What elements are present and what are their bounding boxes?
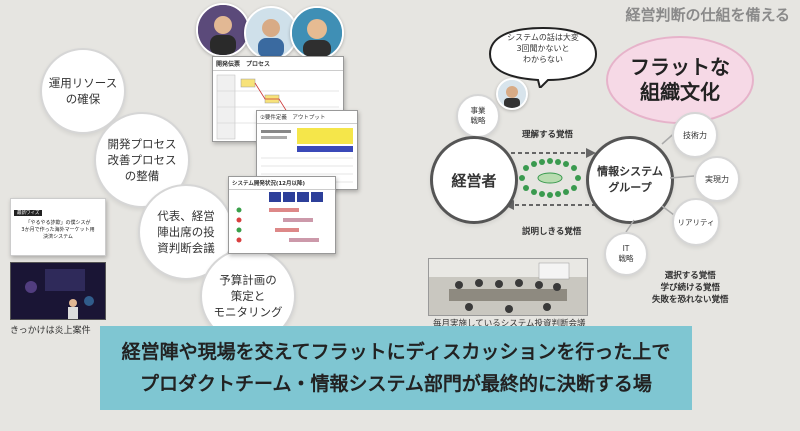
meeting-photo	[428, 258, 588, 316]
flat-culture-text: フラットな 組織文化	[630, 55, 730, 104]
technical-circle: 技術力	[672, 112, 718, 158]
it-strategy-circle: IT 戦略	[604, 232, 648, 276]
status-document-thumbnail: システム開発状況(12月以降)	[228, 176, 336, 254]
execution-circle: 実現力	[694, 156, 740, 202]
resource-circle: 運用リソース の確保	[40, 48, 126, 134]
flat-culture-ellipse: フラットな 組織文化	[606, 36, 754, 124]
relationship-diagram	[504, 148, 596, 210]
reality-circle: リアリティ	[672, 198, 720, 246]
business-strategy-circle: 事業 戦略	[456, 94, 500, 138]
budget-text: 予算計画の 策定と モニタリング	[213, 273, 283, 319]
management-circle: 経営者	[430, 136, 518, 224]
conclusion-banner: 経営陣や現場を交えてフラットにディスカッションを行った上で プロダクトチーム・情…	[100, 326, 692, 410]
it-strategy-text: IT 戦略	[618, 244, 634, 263]
understand-arrowhead	[586, 148, 596, 158]
resolves-text: 選択する覚悟 学び続ける覚悟 失敗を恐れない覚悟	[652, 271, 729, 305]
resource-text: 運用リソース の確保	[48, 76, 118, 106]
requirements-doc-title: ②要件定義 アウトプット	[257, 111, 357, 124]
explain-label: 説明しきる覚悟	[522, 227, 582, 237]
technical-text: 技術力	[683, 130, 707, 140]
team-photo-1	[196, 3, 250, 57]
status-doc-title: システム開発状況(12月以降)	[229, 177, 335, 190]
news-article-thumbnail: 最新ワイズ 「やるやる詐欺」の僕シスが 3か月で作った海外マーケット用 決済シス…	[10, 198, 106, 256]
understand-label: 理解する覚悟	[522, 130, 574, 140]
team-photo-2	[244, 6, 298, 60]
meeting-caption: 毎月実施しているシステム投資判断会議	[433, 319, 586, 329]
speech-bubble: システムの話は大変 3回聞かないと わからない	[488, 26, 598, 88]
business-strategy-text: 事業 戦略	[470, 106, 486, 125]
process-doc-title: 開発伝票 プロセス	[213, 57, 343, 71]
process-text: 開発プロセス 改善プロセス の整備	[107, 137, 177, 183]
page-title: 経営判断の仕組を備える	[625, 6, 790, 24]
executive-avatar	[496, 78, 528, 110]
stage-photo	[10, 262, 106, 320]
is-group-text: 情報システム グループ	[597, 165, 663, 194]
people-cluster	[519, 158, 581, 198]
news-headline: 「やるやる詐欺」の僕シスが 3か月で作った海外マーケット用 決済システム	[21, 220, 95, 240]
management-text: 経営者	[451, 171, 497, 190]
is-group-circle: 情報システム グループ	[586, 136, 674, 224]
meeting-text: 代表、経営 陣出席の投 資判断会議	[157, 209, 215, 255]
conclusion-banner-text: 経営陣や現場を交えてフラットにディスカッションを行った上で プロダクトチーム・情…	[121, 341, 671, 395]
team-photo-3	[290, 6, 344, 60]
news-tag: 最新ワイズ	[14, 210, 43, 216]
people-cluster-center	[537, 172, 563, 184]
reality-text: リアリティ	[677, 217, 715, 227]
trigger-caption: きっかけは炎上案件	[10, 326, 91, 336]
execution-text: 実現力	[705, 174, 729, 184]
speech-bubble-text: システムの話は大変 3回聞かないと わからない	[507, 33, 579, 64]
